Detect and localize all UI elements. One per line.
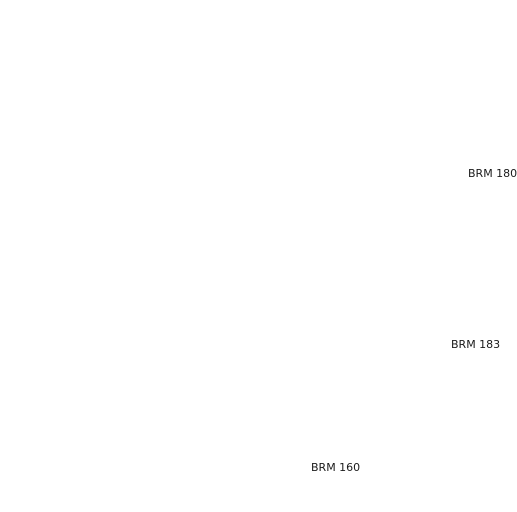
map-label-brm-183: BRM 183	[451, 338, 501, 351]
map-label-brm-160: BRM 160	[311, 461, 361, 474]
map-label-brm-180: BRM 180	[468, 167, 517, 180]
